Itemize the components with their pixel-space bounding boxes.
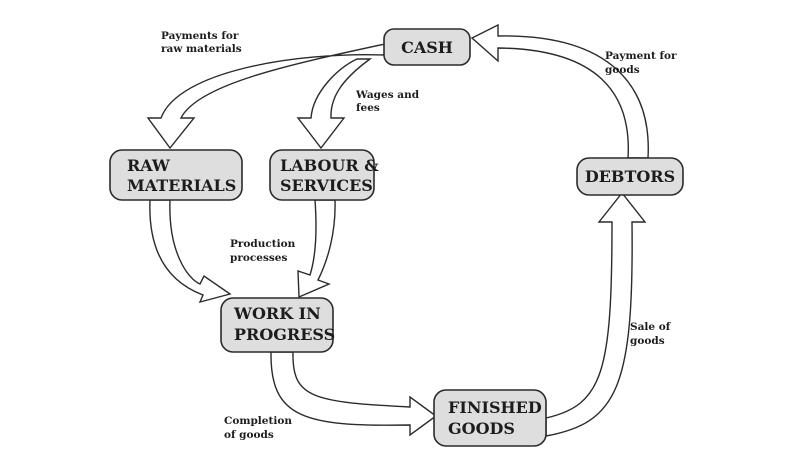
debtors-label: DEBTORS [585, 167, 675, 186]
node-work-in-progress: WORK IN PROGRESS [220, 297, 335, 353]
work-in-progress-box [220, 297, 334, 353]
payments-raw-label-line1: Payments for [161, 30, 239, 42]
cash-box [383, 28, 471, 66]
arrow-finished-goods-to-debtors [545, 191, 647, 437]
edge-label-production-processes: Production processes [230, 238, 296, 264]
node-debtors: DEBTORS [576, 157, 684, 196]
work-in-progress-label-line1: WORK IN [233, 304, 321, 323]
edge-label-payments-raw-materials: Payments for raw materials [161, 30, 242, 55]
node-cash: CASH [383, 28, 471, 66]
labour-services-label-line1: LABOUR & [280, 156, 379, 175]
raw-materials-box [109, 149, 243, 201]
edge-label-sale-of-goods: Sale of goods [630, 321, 672, 347]
arrow-cash-to-raw-materials [146, 43, 386, 150]
arrow-labour-services-to-wip [297, 199, 336, 299]
finished-goods-box [433, 389, 547, 447]
node-raw-materials: RAW MATERIALS [109, 149, 243, 201]
finished-goods-label-line1: FINISHED [448, 398, 542, 417]
production-label-line1: Production [230, 238, 296, 250]
arrow-debtors-to-cash [470, 23, 649, 159]
arrow-wip-to-finished-goods [270, 351, 438, 437]
cash-label: CASH [401, 38, 453, 57]
arrow-cash-to-labour-services [296, 58, 373, 150]
payment-goods-label-line1: Payment for [605, 50, 677, 62]
labour-services-label-line2: SERVICES [280, 176, 373, 195]
debtors-box [576, 157, 684, 196]
node-finished-goods: FINISHED GOODS [433, 389, 547, 447]
sale-label-line2: goods [630, 335, 665, 347]
raw-materials-label-line2: MATERIALS [127, 176, 236, 195]
sale-label-line1: Sale of [630, 321, 672, 333]
payment-goods-label-line2: goods [605, 64, 640, 76]
payments-raw-label-line2: raw materials [161, 43, 242, 55]
edge-label-payment-for-goods: Payment for goods [605, 50, 677, 76]
completion-label-line1: Completion [224, 415, 292, 427]
arrow-raw-materials-to-wip [149, 199, 232, 304]
wages-fees-label-line1: Wages and [355, 89, 420, 101]
edge-label-completion-of-goods: Completion of goods [224, 415, 292, 441]
production-label-line2: processes [230, 252, 287, 264]
node-labour-services: LABOUR & SERVICES [269, 149, 379, 201]
wages-fees-label-line2: fees [356, 102, 380, 114]
edge-label-wages-fees: Wages and fees [355, 89, 420, 114]
completion-label-line2: of goods [224, 429, 274, 441]
work-in-progress-label-line2: PROGRESS [234, 325, 335, 344]
raw-materials-label-line1: RAW [127, 156, 171, 175]
labour-services-box [269, 149, 375, 201]
finished-goods-label-line2: GOODS [448, 419, 515, 438]
